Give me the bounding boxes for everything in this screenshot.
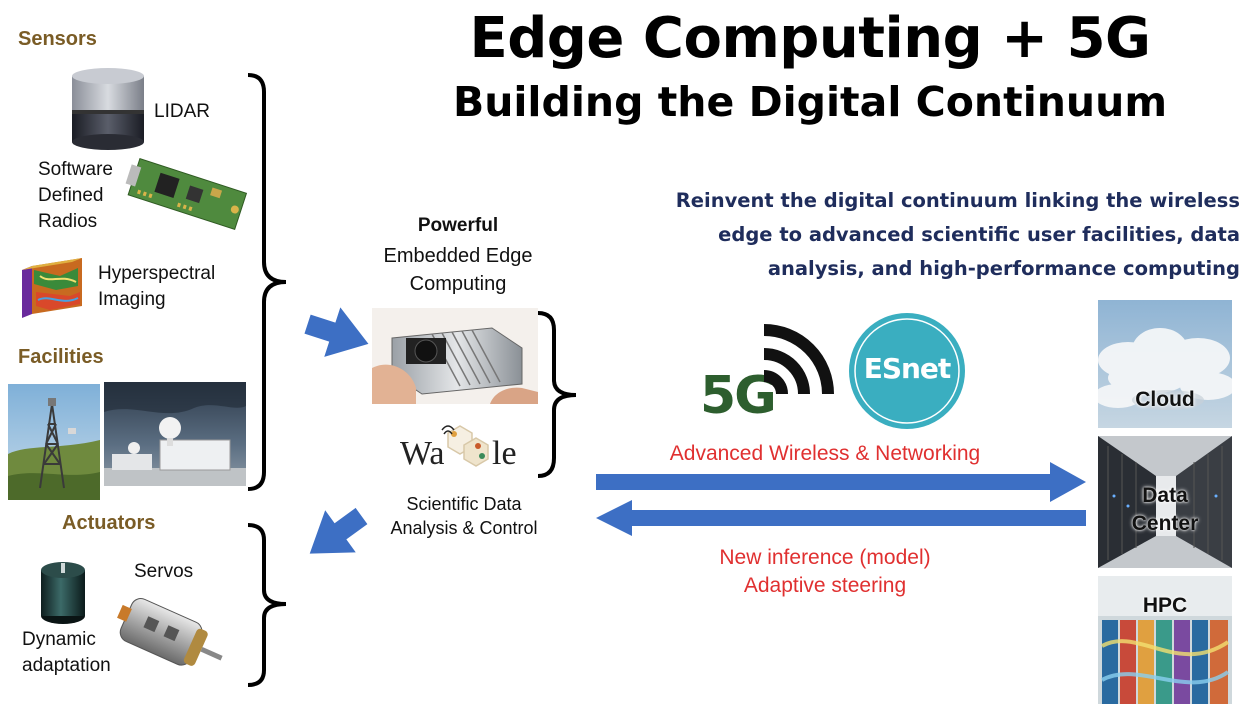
radar-facility-image [104,382,246,486]
actuators-heading: Actuators [62,512,156,534]
tagline-line-2: edge to advanced scientific user facilit… [718,223,1240,246]
forward-arrow [596,462,1086,502]
waggle-logo: Wa le [400,425,517,472]
sensors-heading: Sensors [18,28,97,50]
hyperspectral-label-2: Imaging [98,289,166,310]
servos-label: Servos [134,561,194,582]
sdr-label-3: Radios [38,211,98,232]
tagline: Reinvent the digital continuum linking t… [600,184,1240,286]
datacenter-label-2: Center [1131,512,1199,535]
datacenter-label-1: Data [1142,484,1188,507]
embedded-label-1: Embedded Edge [383,245,533,267]
wifi-icon [763,324,834,395]
datacenter-label: Data Center [1098,482,1232,538]
hpc-label: HPC [1142,594,1188,617]
wireless-label: Advanced Wireless & Networking [669,442,981,465]
hyperspectral-cube-image [22,258,82,318]
facilities-heading: Facilities [18,346,104,368]
sdr-board-image [125,158,248,231]
return-arrow [596,500,1086,536]
esnet-logo [849,313,965,429]
hyperspectral-label-1: Hyperspectral [98,263,216,284]
edge-bracket [537,311,577,478]
svg-text:le: le [492,435,517,472]
tagline-line-3: analysis, and high-performance computing [767,257,1240,280]
inputs-bracket [247,73,287,491]
lidar-image [72,68,144,150]
arrow-to-edge [304,307,369,357]
title-line-2: Building the Digital Continuum [452,78,1168,126]
datacenter-image [1098,436,1232,568]
sdr-label-2: Defined [38,185,104,206]
edge-device-image [372,308,538,404]
cloud-image [1098,300,1232,428]
esnet-label: ESnet [863,352,952,385]
title-line-1: Edge Computing + 5G [469,6,1151,71]
return-label-1: New inference (model) [719,546,931,569]
powerful-label: Powerful [417,215,499,236]
tower-image [8,384,100,500]
dynamic-label-1: Dynamic [22,629,96,650]
lidar-label: LIDAR [154,101,210,122]
knob-image [41,562,85,624]
analysis-label-1: Scientific Data [406,494,522,514]
sdr-label-1: Software [38,159,113,180]
motor-image [117,598,223,666]
hpc-image [1098,576,1232,704]
tagline-line-1: Reinvent the digital continuum linking t… [675,189,1240,212]
arrow-to-actuators [309,507,368,554]
actuators-bracket [247,523,287,687]
embedded-label-2: Computing [409,273,507,295]
analysis-label-2: Analysis & Control [390,518,538,538]
cloud-label: Cloud [1135,388,1195,411]
svg-text:Wa: Wa [400,435,444,472]
dynamic-label-2: adaptation [22,655,111,676]
return-label-2: Adaptive steering [743,574,907,597]
